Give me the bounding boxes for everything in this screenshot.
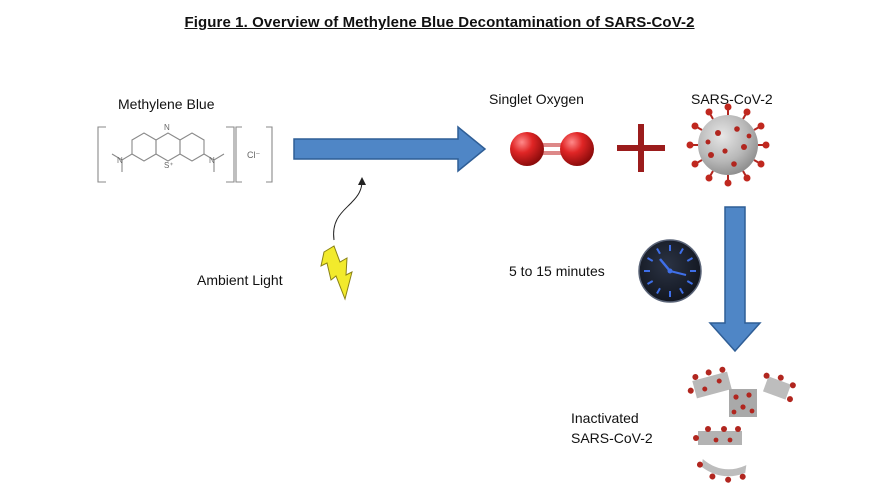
ambient-light-label: Ambient Light: [197, 272, 283, 288]
nitrogen-right-atom: N: [209, 156, 215, 165]
inactivated-label: Inactivated SARS-CoV-2: [571, 408, 653, 448]
chloride-label: Cl⁻: [247, 150, 260, 160]
fragmented-virus-icon: [687, 366, 796, 483]
curved-arrow-icon: [333, 180, 363, 241]
down-arrow-icon: [708, 206, 762, 353]
singlet-oxygen-molecule-icon: [510, 132, 594, 166]
inactivated-label-line2: SARS-CoV-2: [571, 430, 653, 446]
nitrogen-atom: N: [164, 123, 170, 132]
coronavirus-icon: [686, 103, 770, 187]
lightning-bolt-icon: [320, 245, 353, 301]
methylene-blue-structure-icon: [97, 126, 273, 183]
singlet-oxygen-label: Singlet Oxygen: [489, 91, 584, 107]
methylene-blue-label: Methylene Blue: [118, 96, 215, 112]
plus-sign-icon: [617, 124, 665, 172]
figure-title: Figure 1. Overview of Methylene Blue Dec…: [184, 14, 695, 31]
sars-cov-2-label: SARS-CoV-2: [691, 91, 773, 107]
right-arrow-icon: [293, 125, 487, 173]
inactivated-label-line1: Inactivated: [571, 410, 639, 426]
curved-arrow-head-icon: [358, 177, 366, 185]
duration-label: 5 to 15 minutes: [509, 263, 605, 279]
nitrogen-left-atom: N: [117, 156, 123, 165]
sulfur-atom: S⁺: [164, 161, 174, 170]
clock-icon: [638, 239, 702, 303]
